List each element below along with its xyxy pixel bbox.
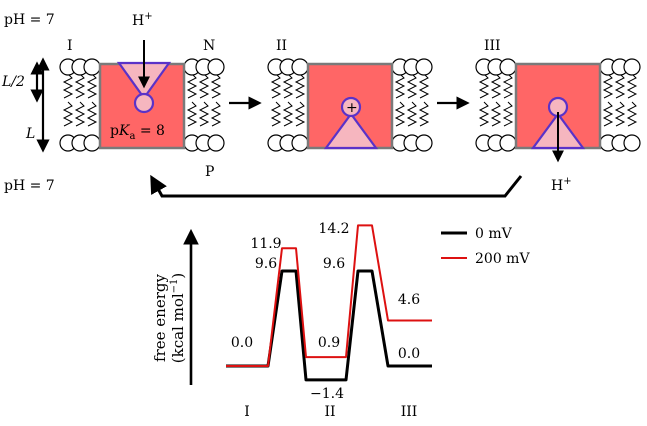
lipid-tail xyxy=(394,101,406,127)
state-label-ii: II xyxy=(276,38,287,54)
lipid-tail xyxy=(502,73,514,99)
y-axis-label-line1: free energy xyxy=(151,274,169,362)
membranes xyxy=(59,58,641,152)
legend-label-200mv: 200 mV xyxy=(475,251,530,267)
side-n-label: N xyxy=(203,38,215,54)
lipid-tail xyxy=(478,73,490,99)
value-label: 14.2 xyxy=(318,221,349,237)
protein-state-ii: + xyxy=(306,62,394,150)
lipid-tail xyxy=(86,101,98,127)
lipid-tail xyxy=(74,101,86,127)
arrow-iii-to-i xyxy=(150,174,523,198)
lipid-tail xyxy=(602,73,614,99)
ph-bottom-label: pH = 7 xyxy=(4,178,55,194)
value-label: 9.6 xyxy=(323,256,345,272)
lipid-head xyxy=(623,134,641,152)
lipid-tail xyxy=(614,101,626,127)
site-triangle-ii xyxy=(323,112,379,150)
lipid-tail xyxy=(186,73,198,99)
protein-state-iii: H+ xyxy=(514,62,602,194)
lipid-tail xyxy=(186,101,198,127)
lipid-tail xyxy=(270,73,282,99)
proton-in-label: H+ xyxy=(132,11,153,29)
lipid-bilayer xyxy=(475,58,517,152)
lipid-head xyxy=(291,134,309,152)
lipid-head xyxy=(415,134,433,152)
legend-label-0mv: 0 mV xyxy=(475,226,513,242)
energy-profiles xyxy=(226,224,432,382)
lipid-tail xyxy=(626,73,638,99)
lipid-tail xyxy=(602,101,614,127)
full-thickness-label: L xyxy=(25,126,35,142)
lipid-tail xyxy=(86,73,98,99)
value-label: 4.6 xyxy=(398,292,420,308)
pka-label: pKa = 8 xyxy=(110,123,165,142)
lipid-tail xyxy=(406,73,418,99)
lipid-head xyxy=(291,58,309,76)
lipid-tail xyxy=(418,101,430,127)
legend: 0 mV 200 mV xyxy=(441,226,530,267)
energy-line-200mv xyxy=(226,224,432,367)
value-label: 0.9 xyxy=(318,335,340,351)
value-label: −1.4 xyxy=(310,386,344,402)
half-thickness-label: L/2 xyxy=(1,74,25,90)
state-label-iii: III xyxy=(484,38,501,54)
lipid-tail xyxy=(198,73,210,99)
side-p-label: P xyxy=(205,164,214,180)
site-charge-label: + xyxy=(346,100,358,116)
lipid-tail xyxy=(614,73,626,99)
lipid-tail xyxy=(490,101,502,127)
protein-state-i: H+ pKa = 8 xyxy=(98,11,186,150)
lipid-tail xyxy=(282,101,294,127)
lipid-head xyxy=(207,134,225,152)
state-label-i: I xyxy=(67,38,73,54)
lipid-tail xyxy=(210,101,222,127)
site-circle-ii xyxy=(340,96,362,118)
lipid-head xyxy=(499,134,517,152)
lipid-tail xyxy=(294,101,306,127)
lipid-bilayer xyxy=(391,58,433,152)
lipid-tail xyxy=(490,73,502,99)
lipid-tail xyxy=(502,101,514,127)
lipid-head xyxy=(499,58,517,76)
value-label: 0.0 xyxy=(398,346,420,362)
ph-top-label: pH = 7 xyxy=(4,12,55,28)
value-label: 9.6 xyxy=(255,256,277,272)
lipid-tail xyxy=(418,73,430,99)
x-tick-label: II xyxy=(324,404,335,420)
value-label: 0.0 xyxy=(231,335,253,351)
lipid-head xyxy=(207,58,225,76)
lipid-tail xyxy=(210,73,222,99)
lipid-tail xyxy=(394,73,406,99)
lipid-head xyxy=(83,134,101,152)
y-axis-label-line2: (kcal mol−1) xyxy=(169,273,187,364)
lipid-head xyxy=(83,58,101,76)
lipid-tail xyxy=(74,73,86,99)
x-tick-label: I xyxy=(244,404,250,420)
energy-line-0mv xyxy=(226,269,432,382)
lipid-tail xyxy=(62,73,74,99)
lipid-head xyxy=(415,58,433,76)
lipid-bilayer xyxy=(183,58,225,152)
lipid-bilayer xyxy=(267,58,309,152)
lipid-tail xyxy=(62,101,74,127)
lipid-tail xyxy=(478,101,490,127)
lipid-tail xyxy=(626,101,638,127)
site-circle-i xyxy=(133,92,155,114)
lipid-tail xyxy=(294,73,306,99)
lipid-head xyxy=(623,58,641,76)
lipid-bilayer xyxy=(599,58,641,152)
x-tick-label: III xyxy=(401,404,418,420)
proton-out-label: H+ xyxy=(551,176,572,194)
lipid-bilayer xyxy=(59,58,101,152)
lipid-tail xyxy=(198,101,210,127)
lipid-tail xyxy=(270,101,282,127)
lipid-tail xyxy=(406,101,418,127)
lipid-tail xyxy=(282,73,294,99)
value-label: 11.9 xyxy=(250,236,281,252)
